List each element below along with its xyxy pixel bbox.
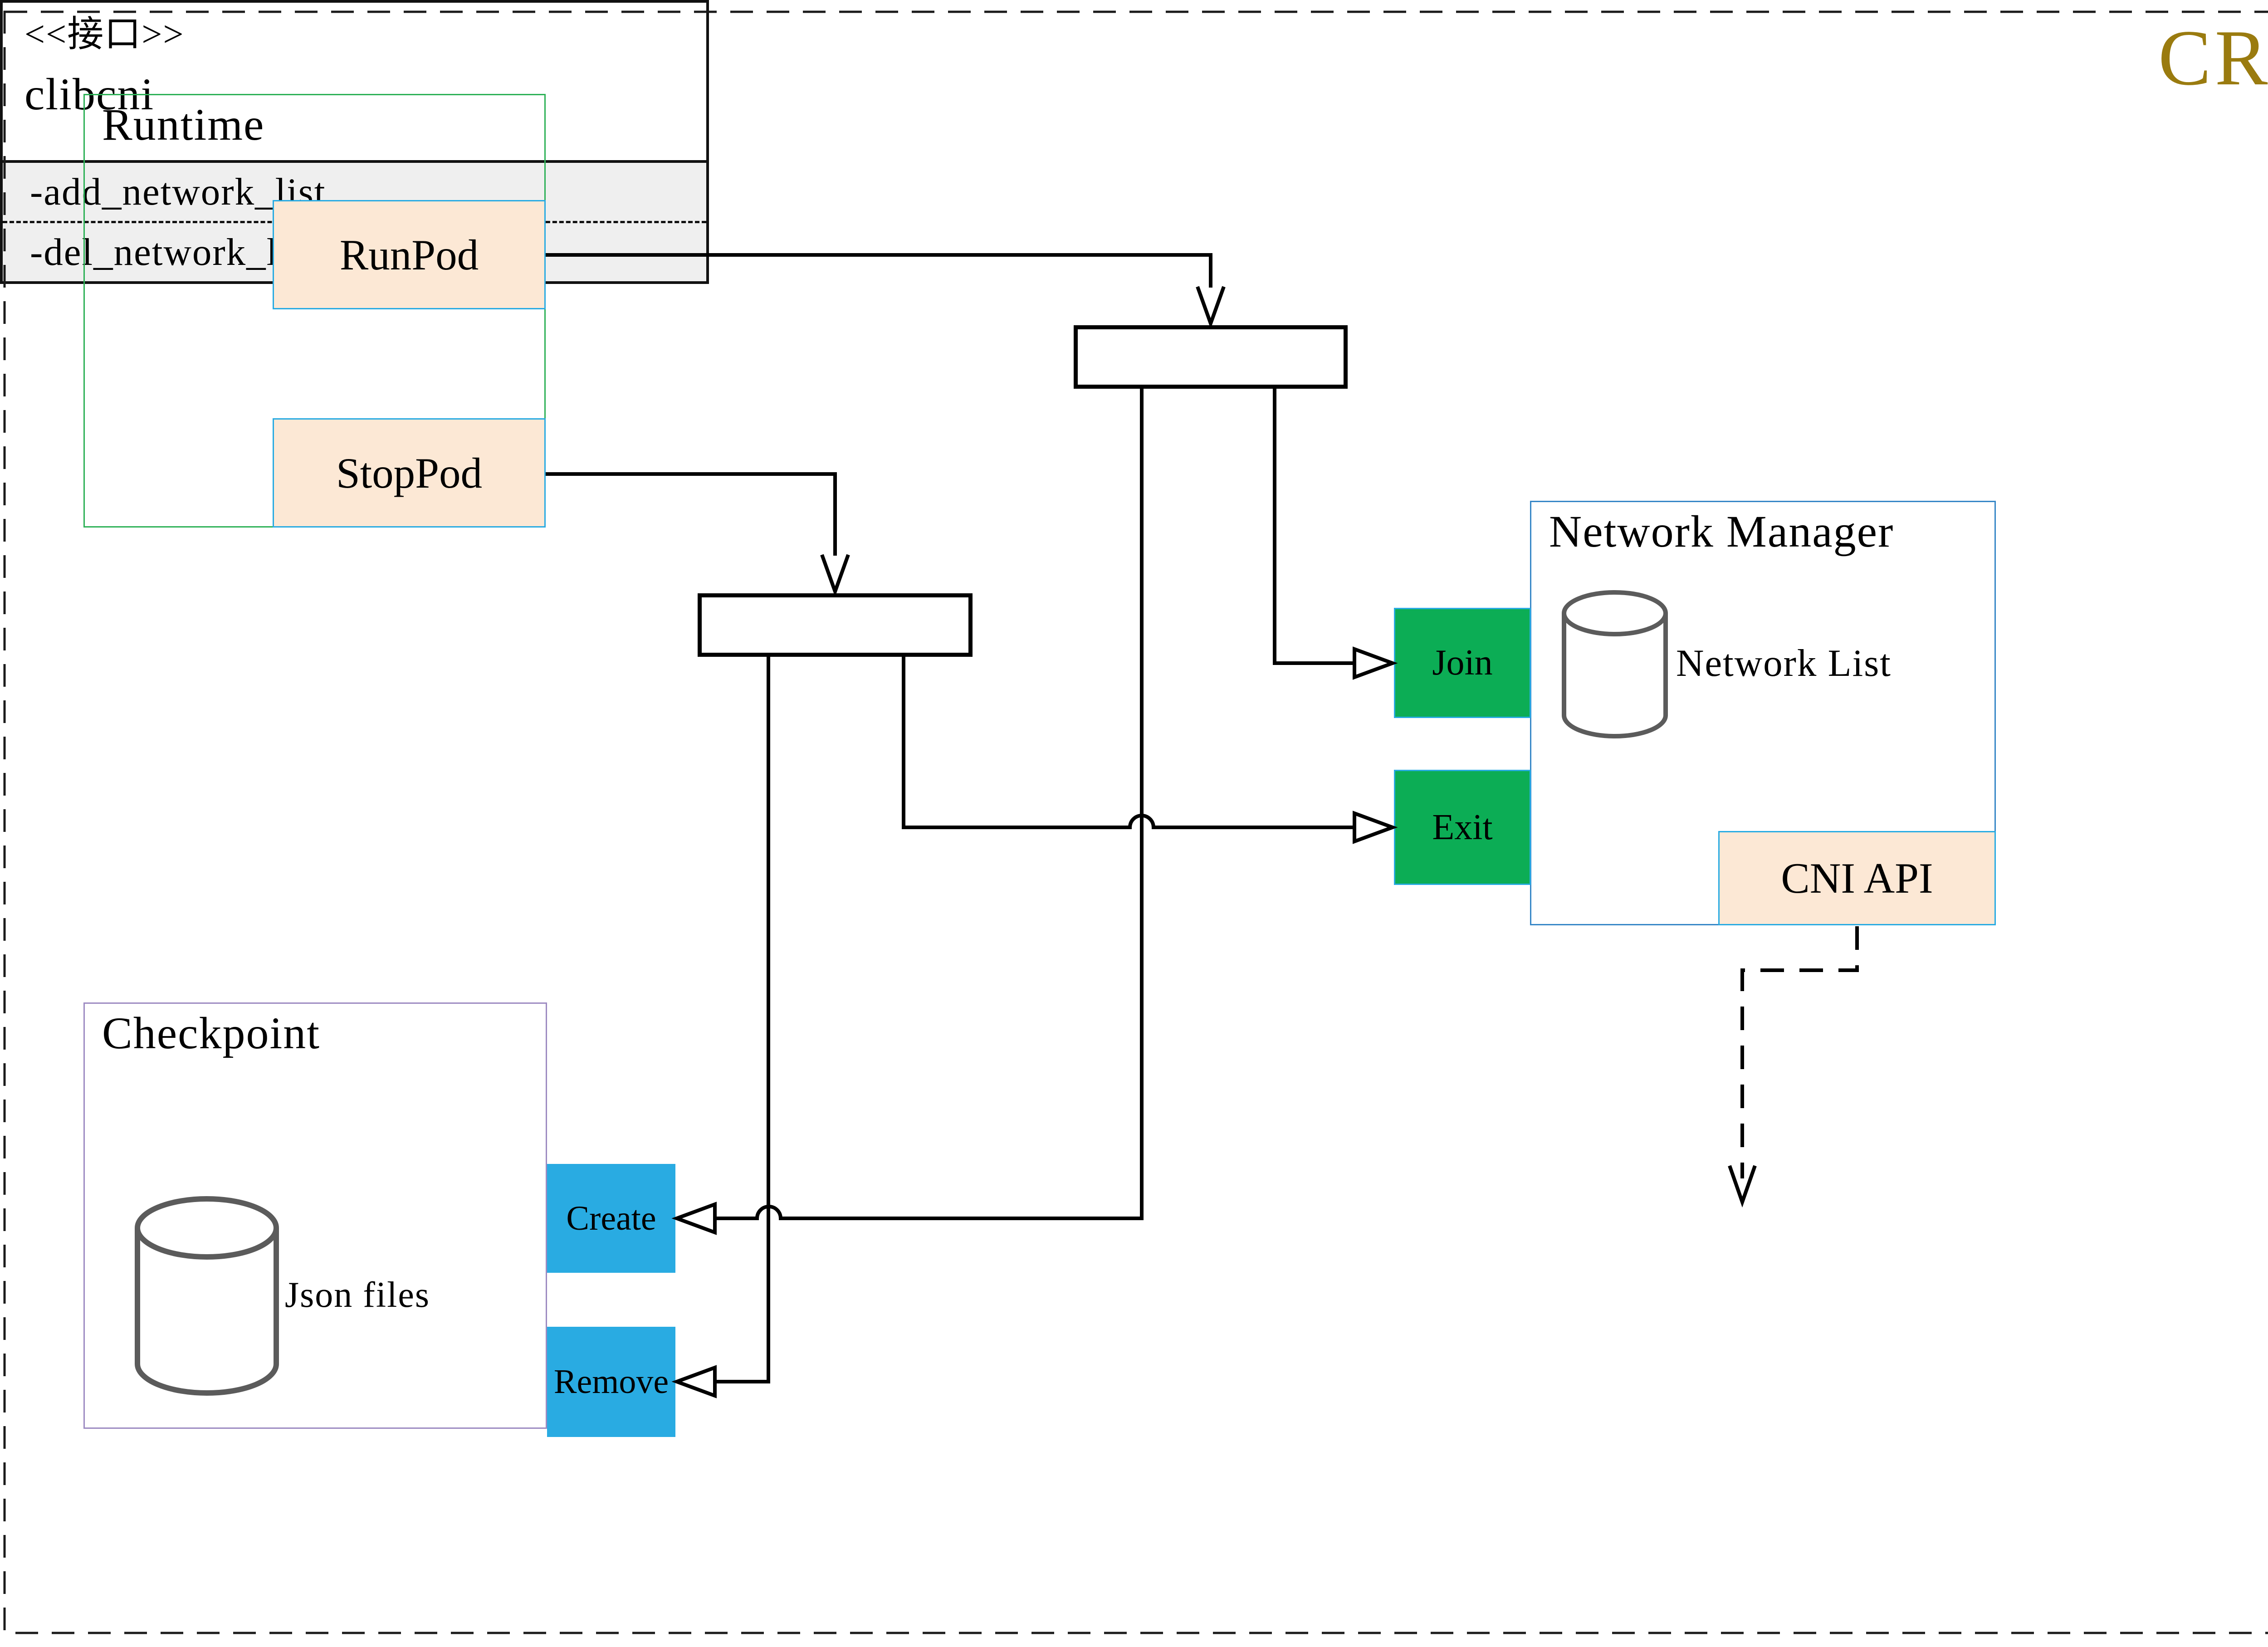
runpod-junction-node	[1074, 325, 1348, 389]
checkpoint-container	[83, 1002, 547, 1429]
hollow-arrowhead-right-icon	[1353, 646, 1398, 680]
hollow-arrowhead-left-icon	[671, 1365, 717, 1398]
network-list-label: Network List	[1676, 642, 1892, 684]
junction-to-create-connector	[715, 389, 1144, 1220]
join-label: Join	[1432, 643, 1493, 683]
junction-to-remove-connector	[715, 657, 770, 1383]
stoppod-junction-node	[698, 593, 973, 657]
checkpoint-label: Checkpoint	[102, 1008, 321, 1058]
junction-to-exit-connector	[902, 657, 1354, 829]
exit-node: Exit	[1394, 770, 1531, 885]
open-arrowhead-down-icon	[820, 554, 850, 597]
runpod-node: RunPod	[273, 200, 546, 309]
stoppod-node: StopPod	[273, 418, 546, 528]
join-node: Join	[1394, 608, 1531, 718]
hollow-arrowhead-left-icon	[671, 1202, 717, 1235]
create-label: Create	[566, 1199, 656, 1237]
stoppod-to-junction-connector	[546, 472, 837, 556]
exit-label: Exit	[1432, 807, 1493, 847]
remove-node: Remove	[547, 1327, 675, 1437]
cni-api-node: CNI API	[1718, 831, 1996, 925]
hollow-arrowhead-right-icon	[1353, 811, 1398, 844]
network-manager-label: Network Manager	[1549, 506, 1894, 557]
junction-to-join-connector	[1273, 389, 1354, 665]
create-node: Create	[547, 1164, 675, 1273]
remove-label: Remove	[553, 1363, 669, 1401]
cri-title: CRI	[2158, 14, 2268, 102]
open-arrowhead-down-icon	[1196, 286, 1226, 329]
json-files-label: Json files	[285, 1275, 430, 1315]
stoppod-label: StopPod	[336, 449, 483, 497]
cni-api-to-clibcni-dashed-connector	[1740, 926, 1859, 1178]
cni-api-label: CNI API	[1781, 854, 1933, 902]
interface-stereotype-label: <<接口>>	[24, 15, 185, 54]
open-arrowhead-down-icon	[1728, 1165, 1757, 1208]
runtime-label: Runtime	[102, 99, 265, 150]
runpod-label: RunPod	[339, 230, 479, 279]
